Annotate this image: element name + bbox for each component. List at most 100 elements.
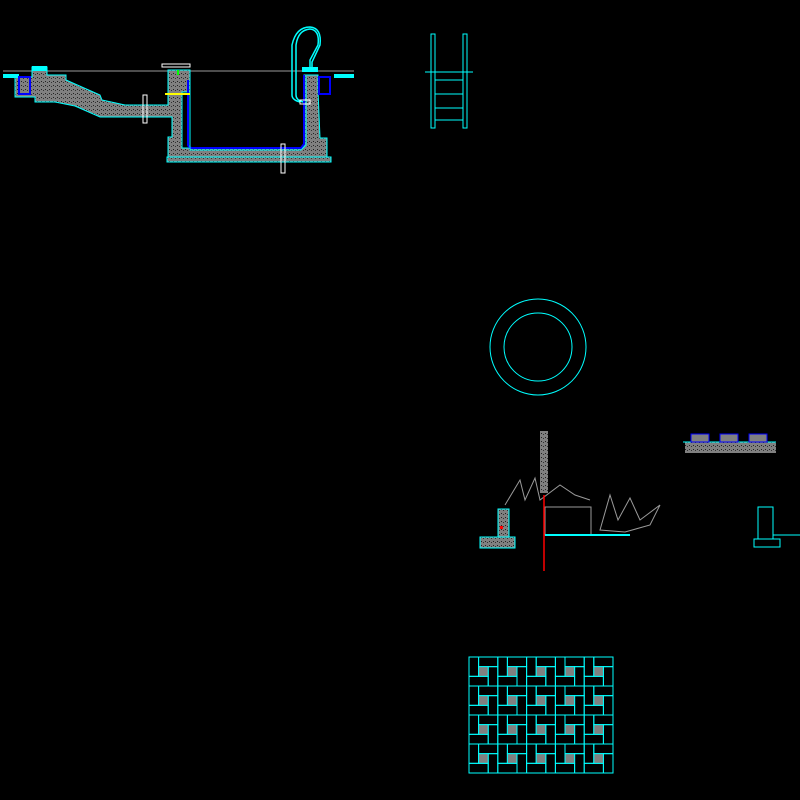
paver-vertical [583, 743, 595, 764]
paver-vertical [602, 695, 614, 716]
paver-center-square [478, 724, 489, 735]
pipe-marker [500, 526, 503, 529]
paver-vertical [554, 743, 566, 764]
yellow-waterstop [165, 93, 190, 95]
paver [719, 433, 739, 443]
drain-pipe-step [142, 94, 148, 124]
paver-horizontal [468, 762, 489, 774]
paver-vertical [545, 724, 556, 745]
paver-center-square [535, 695, 547, 706]
paving-pattern-plan [468, 656, 614, 774]
pool-section-drawing [3, 26, 354, 174]
ladder-elevation [425, 33, 473, 129]
handrail-anchor [299, 99, 311, 105]
paver-horizontal [526, 675, 547, 687]
post-detail [753, 506, 800, 548]
paver-vertical [545, 666, 556, 687]
paver-horizontal [478, 743, 499, 755]
tree-trunk [540, 431, 548, 493]
paver-center-square [593, 753, 604, 764]
paver-horizontal [497, 762, 518, 774]
paver-vertical [526, 656, 537, 677]
paver-horizontal [554, 675, 576, 687]
paver-horizontal [554, 704, 576, 716]
paver-center-square [535, 724, 547, 735]
green-marker [177, 70, 179, 75]
paver-vertical [602, 724, 614, 745]
paver-horizontal [535, 656, 556, 668]
paver-vertical [468, 685, 480, 706]
paver-vertical [545, 695, 556, 716]
paver-vertical [574, 724, 585, 745]
paver-vertical [583, 685, 595, 706]
paver-horizontal [564, 714, 585, 726]
paver-center-square [506, 753, 518, 764]
paver-horizontal [593, 656, 614, 668]
paver-center-square [535, 753, 547, 764]
paver-horizontal [564, 743, 585, 755]
paver-vertical [516, 666, 528, 687]
overflow-gutter-right [318, 76, 331, 95]
paver-vertical [516, 753, 528, 774]
paver-center-square [478, 695, 489, 706]
paver-horizontal [583, 675, 604, 687]
planter-wall [497, 508, 510, 540]
paver-horizontal [478, 685, 499, 697]
paver-vertical [554, 656, 566, 677]
paver-horizontal [564, 656, 585, 668]
paver-base [685, 442, 776, 453]
paver-horizontal [506, 656, 528, 668]
paver-vertical [583, 714, 595, 735]
paver-vertical [487, 724, 499, 745]
paver-horizontal [583, 762, 604, 774]
paver-horizontal [564, 685, 585, 697]
paver-center-square [593, 666, 604, 677]
paver-vertical [516, 724, 528, 745]
paver-vertical [497, 714, 508, 735]
pool-wall-concrete [14, 66, 328, 161]
paver-horizontal [506, 714, 528, 726]
planter-footing [479, 536, 516, 549]
post-body [757, 506, 774, 540]
paver-vertical [554, 685, 566, 706]
paver-vertical [497, 656, 508, 677]
overflow-gutter-left [18, 76, 31, 95]
paver-vertical [526, 743, 537, 764]
base-slab [166, 156, 332, 163]
deck-left [3, 74, 19, 78]
paver-horizontal [535, 685, 556, 697]
paver-horizontal [506, 743, 528, 755]
paver [748, 433, 768, 443]
paver-section [683, 433, 776, 453]
pool-handrail [291, 26, 322, 103]
paver-horizontal [593, 743, 614, 755]
paver-vertical [574, 753, 585, 774]
drain-pipe-floor [280, 143, 286, 174]
paver-vertical [545, 753, 556, 774]
paver-horizontal [468, 733, 489, 745]
paver-vertical [468, 743, 480, 764]
paver-vertical [526, 714, 537, 735]
paver-horizontal [468, 675, 489, 687]
paver-horizontal [554, 733, 576, 745]
paver-horizontal [497, 704, 518, 716]
ring-outer [489, 298, 587, 396]
deck-right [334, 74, 354, 78]
lattice-fence [544, 506, 592, 536]
paver-vertical [487, 695, 499, 716]
paver-center-square [478, 666, 489, 677]
paver-horizontal [583, 733, 604, 745]
wall-cap [161, 63, 191, 68]
paver-horizontal [526, 733, 547, 745]
paver-horizontal [478, 714, 499, 726]
paver-vertical [574, 695, 585, 716]
pool-liner-outline [189, 76, 307, 151]
planter-section [479, 431, 661, 571]
post-base [753, 538, 781, 548]
paver-horizontal [593, 714, 614, 726]
paver-horizontal [497, 675, 518, 687]
paver-vertical [487, 753, 499, 774]
paver [690, 433, 710, 443]
paver-vertical [526, 685, 537, 706]
